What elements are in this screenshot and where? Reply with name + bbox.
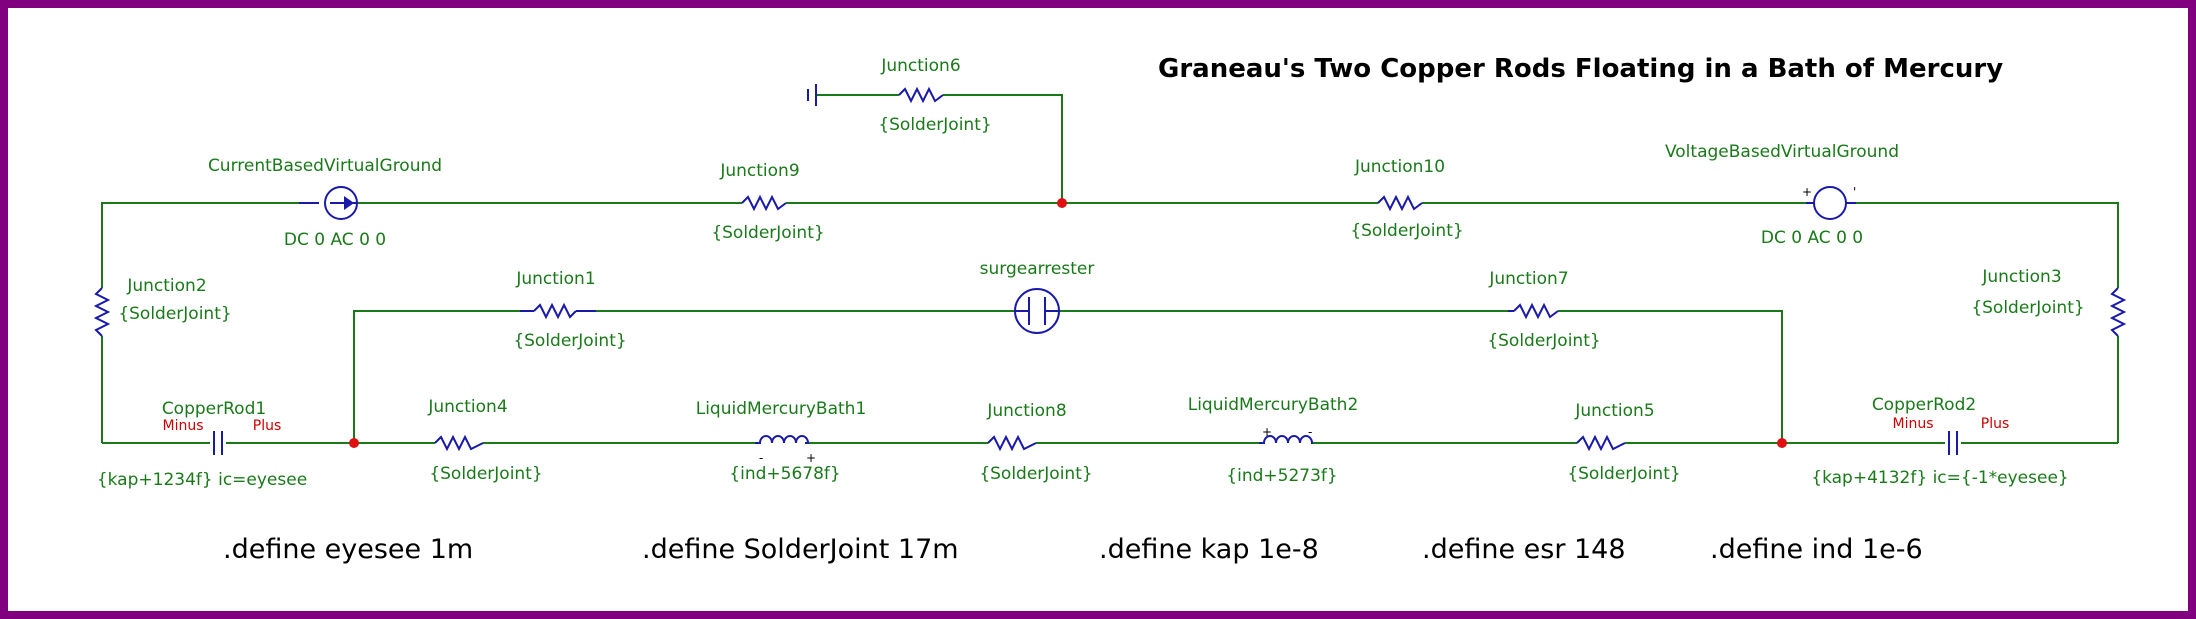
label-junction2-name: Junction2 (126, 276, 206, 296)
label-surge-arrester-name: surgearrester (980, 259, 1095, 279)
component-labels: Junction6 {SolderJoint} CurrentBasedVirt… (97, 56, 2085, 490)
label-junction3-value: {SolderJoint} (1971, 298, 2084, 318)
inductor-lmb1-icon[interactable]: - + (755, 435, 816, 465)
label-copperrod2-name: CopperRod2 (1872, 395, 1976, 415)
label-junction4-value: {SolderJoint} (429, 464, 542, 484)
lmb2-minus-mark: - (1308, 425, 1312, 439)
resistor-junction2[interactable] (93, 287, 111, 337)
wire-mid-right (1558, 310, 1783, 443)
label-junction8-value: {SolderJoint} (979, 464, 1092, 484)
lmb1-plus-mark: + (806, 451, 816, 465)
label-junction7-name: Junction7 (1488, 269, 1568, 289)
label-copperrod1-plus: Plus (253, 418, 282, 434)
define-line-eyesee: .define eyesee 1m (223, 534, 473, 565)
capacitor-copperrod2-icon[interactable] (1948, 431, 1958, 455)
label-junction10-name: Junction10 (1354, 157, 1445, 177)
wires (101, 94, 2119, 444)
label-junction3-name: Junction3 (1981, 267, 2061, 287)
current-source-icon[interactable] (299, 186, 358, 220)
inductor-lmb2-icon[interactable]: + - (1259, 425, 1314, 444)
resistor-junction6[interactable] (898, 86, 944, 104)
label-copperrod1-minus: Minus (162, 418, 203, 434)
label-junction5-name: Junction5 (1574, 401, 1654, 421)
label-junction6-value: {SolderJoint} (878, 115, 991, 135)
label-junction9-name: Junction9 (719, 161, 799, 181)
define-line-kap: .define kap 1e-8 (1099, 534, 1319, 565)
label-junction8-name: Junction8 (986, 401, 1066, 421)
diagram-title: Graneau's Two Copper Rods Floating in a … (1158, 54, 2003, 84)
label-copperrod2-minus: Minus (1892, 416, 1933, 432)
resistor-junction7[interactable] (1508, 302, 1559, 320)
wire-top-rail (101, 202, 299, 288)
resistor-junction3[interactable] (2109, 287, 2127, 337)
resistor-junction8[interactable] (987, 434, 1037, 452)
label-current-source-name: CurrentBasedVirtualGround (208, 156, 442, 176)
capacitor-copperrod1-icon[interactable] (213, 431, 223, 455)
label-copperrod2-value: {kap+4132f} ic={-1*eyesee} (1811, 468, 2068, 488)
label-junction1-name: Junction1 (515, 269, 595, 289)
label-copperrod2-plus: Plus (1981, 416, 2010, 432)
label-junction4-name: Junction4 (427, 397, 507, 417)
label-voltage-source-value: DC 0 AC 0 0 (1761, 228, 1863, 248)
lmb2-plus-mark: + (1262, 425, 1272, 439)
label-junction6-name: Junction6 (880, 56, 960, 76)
ground-symbol-icon (807, 84, 817, 106)
resistor-junction4[interactable] (434, 434, 484, 452)
lmb1-minus-mark: - (759, 451, 763, 465)
voltage-source-plus-mark: + (1802, 185, 1812, 199)
define-directives: .define eyesee 1m .define SolderJoint 17… (223, 534, 1923, 565)
junction-dot-top[interactable] (1057, 198, 1067, 208)
define-line-ind: .define ind 1e-6 (1710, 534, 1923, 565)
label-lmb2-name: LiquidMercuryBath2 (1188, 395, 1359, 415)
junction-dot-bottom-left[interactable] (349, 438, 359, 448)
label-copperrod1-value: {kap+1234f} ic=eyesee (97, 470, 307, 490)
define-line-solderjoint: .define SolderJoint 17m (642, 534, 959, 565)
voltage-source-icon[interactable]: + ' (1802, 185, 1856, 220)
resistor-junction5[interactable] (1576, 434, 1626, 452)
label-junction1-value: {SolderJoint} (513, 331, 626, 351)
label-lmb2-value: {ind+5273f} (1226, 466, 1337, 486)
junction-dot-bottom-right[interactable] (1777, 438, 1787, 448)
resistor-junction9[interactable] (741, 194, 787, 212)
wire-mid-left (353, 310, 520, 443)
label-junction2-value: {SolderJoint} (118, 304, 231, 324)
label-lmb1-name: LiquidMercuryBath1 (696, 399, 867, 419)
label-lmb1-value: {ind+5678f} (729, 464, 840, 484)
wire-top-right-corner (1846, 202, 2119, 288)
label-current-source-value: DC 0 AC 0 0 (284, 230, 386, 250)
voltage-source-minus-mark: ' (1853, 185, 1856, 199)
label-copperrod1-name: CopperRod1 (162, 399, 266, 419)
label-junction7-value: {SolderJoint} (1487, 331, 1600, 351)
wire-junction6-branch (943, 94, 1063, 203)
resistor-junction10[interactable] (1377, 194, 1423, 212)
label-junction10-value: {SolderJoint} (1350, 221, 1463, 241)
label-junction9-value: {SolderJoint} (711, 223, 824, 243)
label-junction5-value: {SolderJoint} (1567, 464, 1680, 484)
label-voltage-source-name: VoltageBasedVirtualGround (1665, 142, 1899, 162)
resistor-junction1[interactable] (520, 302, 596, 320)
surge-arrester-icon[interactable] (1014, 288, 1060, 334)
define-line-esr: .define esr 148 (1422, 534, 1626, 565)
